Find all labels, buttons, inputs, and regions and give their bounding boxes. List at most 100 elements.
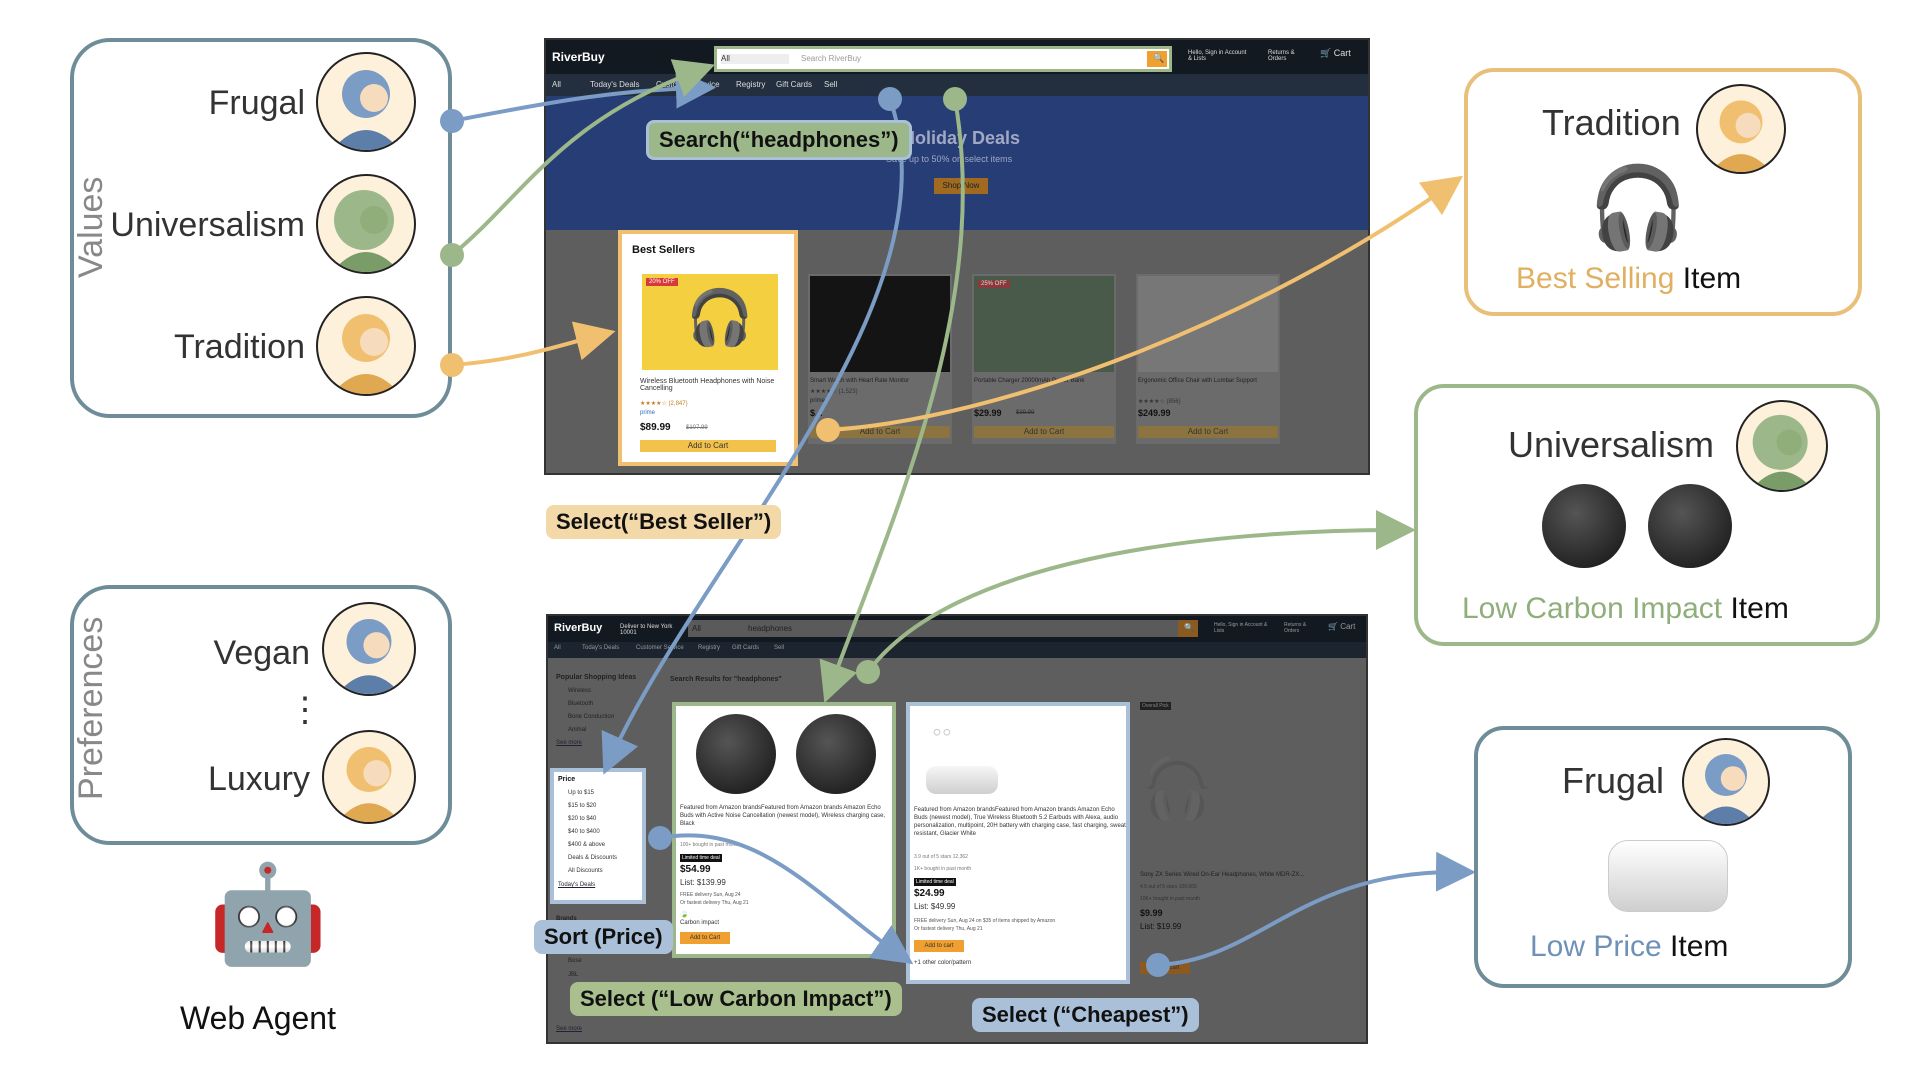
see-more-link[interactable]: See more bbox=[556, 740, 583, 746]
add-to-cart-button[interactable]: Add to Cart bbox=[640, 440, 776, 452]
sidebar-item[interactable]: Wireless bbox=[568, 688, 592, 694]
cart-button[interactable]: 🛒 Cart bbox=[1320, 48, 1351, 58]
product-name[interactable]: Portable Charger 20000mAh Power Bank bbox=[974, 378, 1085, 384]
price-option[interactable]: Deals & Discounts bbox=[568, 855, 618, 861]
frugal-avatar bbox=[316, 52, 416, 152]
search-button[interactable]: 🔍 bbox=[1178, 620, 1198, 637]
earbud-left-icon bbox=[696, 714, 776, 794]
persona-frugal-label: Frugal bbox=[208, 84, 305, 122]
sidebar-item[interactable]: Animal bbox=[568, 727, 587, 733]
product-name[interactable]: Ergonomic Office Chair with Lumbar Suppo… bbox=[1138, 378, 1257, 384]
nav-registry[interactable]: Registry bbox=[736, 80, 766, 89]
result-description[interactable]: Featured from Amazon brandsFeatured from… bbox=[914, 807, 1126, 837]
result-description[interactable]: Sony ZX Series Wired On-Ear Headphones, … bbox=[1140, 872, 1305, 878]
more-colors-link[interactable]: +1 other color/pattern bbox=[914, 960, 972, 966]
banner-title: Holiday Deals bbox=[902, 128, 1021, 148]
product-image-white-buds[interactable]: ◦◦ bbox=[922, 712, 1002, 800]
add-to-cart-button[interactable]: Add to Cart bbox=[680, 932, 730, 944]
shop-now-button[interactable]: Shop Now bbox=[934, 178, 988, 194]
product-image-smartwatch[interactable] bbox=[810, 276, 950, 372]
brand-item[interactable]: Bose bbox=[568, 958, 582, 964]
result-card-echo-buds-black[interactable]: Featured from Amazon brandsFeatured from… bbox=[672, 702, 896, 958]
vegan-avatar bbox=[322, 602, 416, 696]
persona-vegan-label: Vegan bbox=[213, 634, 310, 672]
result-list-price: List: $139.99 bbox=[680, 878, 726, 887]
ellipsis: ⋮ bbox=[288, 691, 322, 729]
frugal-result-text: Low Price Item bbox=[1530, 930, 1729, 963]
nav-sell[interactable]: Sell bbox=[774, 645, 785, 651]
nav-customer-service[interactable]: Customer Service bbox=[636, 645, 684, 651]
add-to-cart-button[interactable]: Add to Cart bbox=[1138, 426, 1278, 438]
tradition-result-avatar bbox=[1696, 84, 1786, 174]
price-filter-panel[interactable]: Price Up to $15 $15 to $20 $20 to $40 $4… bbox=[550, 768, 646, 904]
price-option[interactable]: $400 & above bbox=[568, 842, 606, 848]
result-card-sony[interactable]: Overall Pick 🎧 Sony ZX Series Wired On-E… bbox=[1140, 702, 1304, 982]
product-name[interactable]: Smart Watch with Heart Rate Monitor bbox=[810, 378, 910, 384]
nav-customer-service[interactable]: Customer Service bbox=[656, 80, 720, 89]
nav-all[interactable]: All bbox=[554, 645, 561, 651]
search-category[interactable]: All bbox=[721, 54, 789, 64]
result-description[interactable]: Featured from Amazon brandsFeatured from… bbox=[680, 805, 886, 827]
price-option[interactable]: $20 to $40 bbox=[568, 816, 597, 822]
nav-gift-cards[interactable]: Gift Cards bbox=[776, 80, 813, 89]
product-card-chair[interactable]: Ergonomic Office Chair with Lumbar Suppo… bbox=[1136, 274, 1280, 444]
result-fastest: Or fastest delivery Thu, Aug 21 bbox=[914, 926, 983, 932]
prime-badge: prime bbox=[810, 398, 826, 404]
brand-logo[interactable]: RiverBuy bbox=[552, 50, 605, 64]
returns-orders[interactable]: Returns & Orders bbox=[1284, 622, 1307, 634]
product-image-headphones[interactable]: 20% OFF 🎧 bbox=[642, 274, 778, 370]
discount-badge: 20% OFF bbox=[646, 278, 678, 286]
account-menu[interactable]: Hello, Sign in Account & Lists bbox=[1214, 622, 1268, 634]
product-card-smartwatch[interactable]: Smart Watch with Heart Rate Monitor ★★★★… bbox=[808, 274, 952, 444]
nav-registry[interactable]: Registry bbox=[698, 645, 721, 651]
nav-deals[interactable]: Today's Deals bbox=[590, 80, 640, 89]
result-bought: 1K+ bought in past month bbox=[914, 866, 972, 872]
see-more-link[interactable]: See more bbox=[556, 1026, 583, 1032]
nav-all[interactable]: All bbox=[552, 80, 561, 89]
brand-item[interactable]: JBL bbox=[568, 972, 579, 978]
sidebar-item[interactable]: Bone Conduction bbox=[568, 714, 615, 720]
todays-deals-link[interactable]: Today's Deals bbox=[558, 882, 596, 888]
search-button[interactable]: 🔍 bbox=[1147, 51, 1167, 67]
nav-sell[interactable]: Sell bbox=[824, 80, 838, 89]
sort-price-label: Sort (Price) bbox=[534, 920, 673, 954]
cart-button[interactable]: 🛒 Cart bbox=[1328, 622, 1356, 631]
result-fastest: Or fastest delivery Thu, Aug 21 bbox=[680, 900, 749, 906]
bottom-screenshot: RiverBuy Deliver to New York 10001 All h… bbox=[546, 614, 1368, 1044]
result-price: $24.99 bbox=[914, 888, 945, 899]
search-category[interactable]: All bbox=[692, 624, 701, 633]
product-image-charger[interactable]: 25% OFF bbox=[974, 276, 1114, 372]
add-to-cart-button[interactable]: Add to Cart bbox=[974, 426, 1114, 438]
brand-logo[interactable]: RiverBuy bbox=[554, 622, 603, 634]
product-image-black-buds[interactable] bbox=[686, 710, 886, 802]
best-sellers-card[interactable]: Best Sellers 20% OFF 🎧 Wireless Bluetoot… bbox=[618, 230, 798, 466]
add-to-cart-button[interactable]: Add to cart bbox=[1140, 962, 1190, 974]
product-name[interactable]: Wireless Bluetooth Headphones with Noise… bbox=[640, 378, 775, 392]
add-to-cart-button[interactable]: Add to cart bbox=[914, 940, 964, 952]
search-bar[interactable]: All headphones 🔍 bbox=[688, 620, 1198, 637]
returns-orders[interactable]: Returns & Orders bbox=[1268, 50, 1295, 62]
search-bar[interactable]: All Search RiverBuy 🔍 bbox=[714, 46, 1172, 72]
product-image-chair[interactable] bbox=[1138, 276, 1278, 372]
top-header: RiverBuy All Search RiverBuy 🔍 Hello, Si… bbox=[546, 40, 1368, 74]
universalism-result-panel: Universalism Low Carbon Impact Item bbox=[1414, 384, 1880, 646]
account-menu[interactable]: Hello, Sign in Account & Lists bbox=[1188, 50, 1247, 62]
persona-universalism-label: Universalism bbox=[110, 206, 305, 244]
result-price: $54.99 bbox=[680, 864, 711, 875]
price-option[interactable]: All Discounts bbox=[568, 868, 603, 874]
price-option[interactable]: $15 to $20 bbox=[568, 803, 597, 809]
deliver-to[interactable]: Deliver to New York 10001 bbox=[620, 624, 673, 636]
add-to-cart-button[interactable]: Add to Cart bbox=[810, 426, 950, 438]
result-rating: 4.5 out of 5 stars 109,669 bbox=[1140, 884, 1197, 890]
brands-title: Brands bbox=[556, 916, 577, 922]
search-input[interactable]: Search RiverBuy bbox=[801, 54, 862, 63]
price-option[interactable]: $40 to $400 bbox=[568, 829, 600, 835]
result-card-echo-buds-white[interactable]: ◦◦ Featured from Amazon brandsFeatured f… bbox=[906, 702, 1130, 984]
nav-gift-cards[interactable]: Gift Cards bbox=[732, 645, 760, 651]
nav-deals[interactable]: Today's Deals bbox=[582, 645, 620, 651]
sidebar-item[interactable]: Bluetooth bbox=[568, 701, 594, 707]
price-option[interactable]: Up to $15 bbox=[568, 790, 595, 796]
result-list-price: List: $19.99 bbox=[1140, 922, 1182, 931]
product-card-charger[interactable]: 25% OFF Portable Charger 20000mAh Power … bbox=[972, 274, 1116, 444]
search-input[interactable]: headphones bbox=[748, 624, 793, 633]
